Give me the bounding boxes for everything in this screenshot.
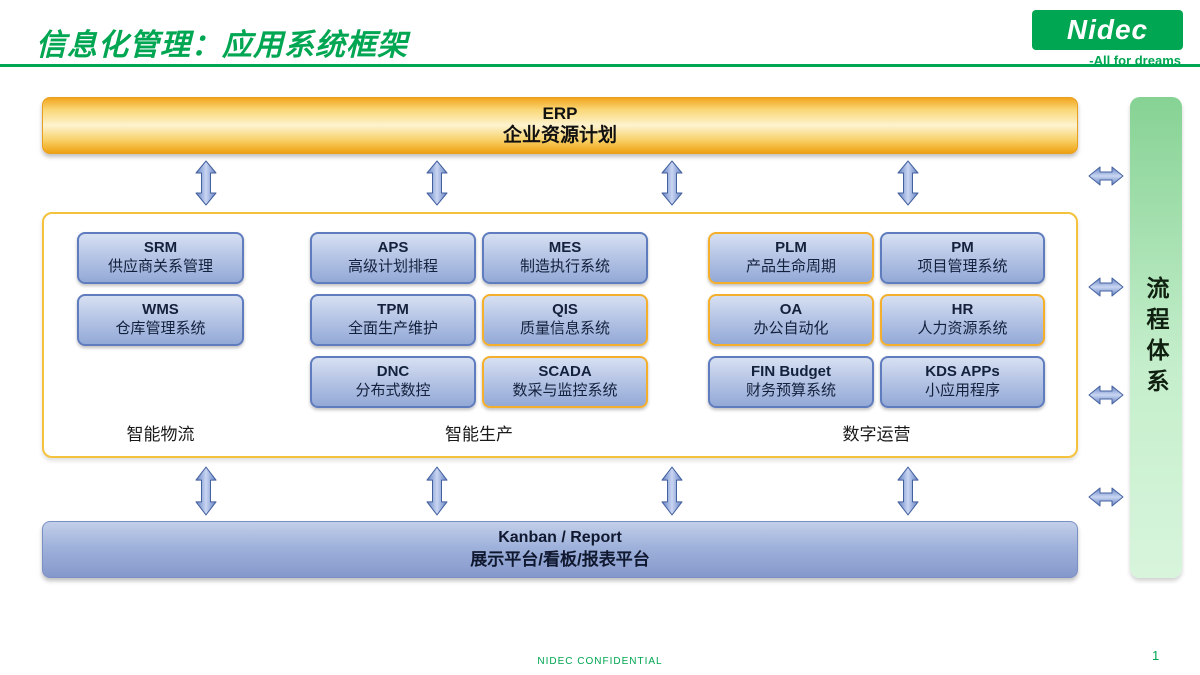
system-name: 制造执行系统 [519, 258, 610, 275]
erp-abbr: ERP [542, 104, 578, 123]
erp-name: 企业资源计划 [502, 125, 617, 147]
system-abbr: FIN Budget [751, 363, 831, 381]
system-abbr: KDS APPs [925, 363, 1000, 381]
process-system-bar: 流程体系 [1130, 97, 1182, 578]
system-name: 办公自动化 [753, 320, 829, 337]
erp-bar: ERP 企业资源计划 [42, 97, 1078, 154]
system-name: 仓库管理系统 [115, 320, 206, 337]
double-arrow-icon [660, 160, 684, 206]
system-name: 财务预算系统 [745, 382, 836, 399]
double-arrow-icon [425, 160, 449, 206]
header-divider [0, 64, 1200, 67]
page-number: 1 [1152, 648, 1160, 663]
system-abbr: TPM [377, 301, 409, 319]
kanban-name: 展示平台/看板/报表平台 [470, 549, 650, 569]
system-abbr: SCADA [538, 363, 592, 381]
process-system-label: 流程体系 [1143, 275, 1169, 400]
system-abbr: QIS [552, 301, 578, 319]
nidec-tagline: -All for dreams [1089, 53, 1181, 68]
system-abbr: WMS [142, 301, 179, 319]
system-name: 小应用程序 [924, 382, 1000, 399]
system-name: 人力资源系统 [917, 320, 1008, 337]
kanban-abbr: Kanban / Report [498, 529, 622, 547]
system-abbr: MES [548, 239, 582, 257]
system-abbr: PM [951, 239, 974, 257]
double-arrow-icon [896, 466, 920, 516]
double-arrow-icon [1088, 277, 1124, 297]
double-arrow-icon [194, 466, 218, 516]
system-name: 供应商关系管理 [107, 258, 213, 275]
system-abbr: PLM [775, 239, 807, 257]
group-label-smart-production: 智能生产 [445, 425, 513, 444]
system-abbr: DNC [376, 363, 410, 381]
group-label-digital-operations: 数字运营 [842, 425, 911, 444]
double-arrow-icon [1088, 385, 1124, 405]
system-abbr: SRM [143, 239, 178, 257]
system-name: 质量信息系统 [519, 320, 610, 337]
double-arrow-icon [425, 466, 449, 516]
system-name: 数采与监控系统 [512, 382, 618, 399]
system-abbr: HR [951, 301, 974, 319]
nidec-logo-text: Nidec [1066, 14, 1149, 45]
system-abbr: OA [779, 301, 803, 319]
nidec-logo: Nidec [1032, 10, 1183, 50]
group-label-smart-logistics: 智能物流 [126, 425, 195, 444]
system-name: 项目管理系统 [917, 258, 1008, 275]
double-arrow-icon [660, 466, 684, 516]
confidential-footer: NIDEC CONFIDENTIAL [537, 656, 663, 667]
system-name: 分布式数控 [355, 382, 431, 399]
system-name: 高级计划排程 [347, 258, 438, 275]
page-title: 信息化管理：应用系统框架 [36, 29, 408, 62]
double-arrow-icon [194, 160, 218, 206]
double-arrow-icon [896, 160, 920, 206]
double-arrow-icon [1088, 487, 1124, 507]
system-name: 产品生命周期 [745, 258, 836, 275]
system-name: 全面生产维护 [347, 320, 438, 337]
double-arrow-icon [1088, 166, 1124, 186]
kanban-report-bar: Kanban / Report 展示平台/看板/报表平台 [42, 521, 1078, 578]
system-abbr: APS [377, 239, 409, 257]
